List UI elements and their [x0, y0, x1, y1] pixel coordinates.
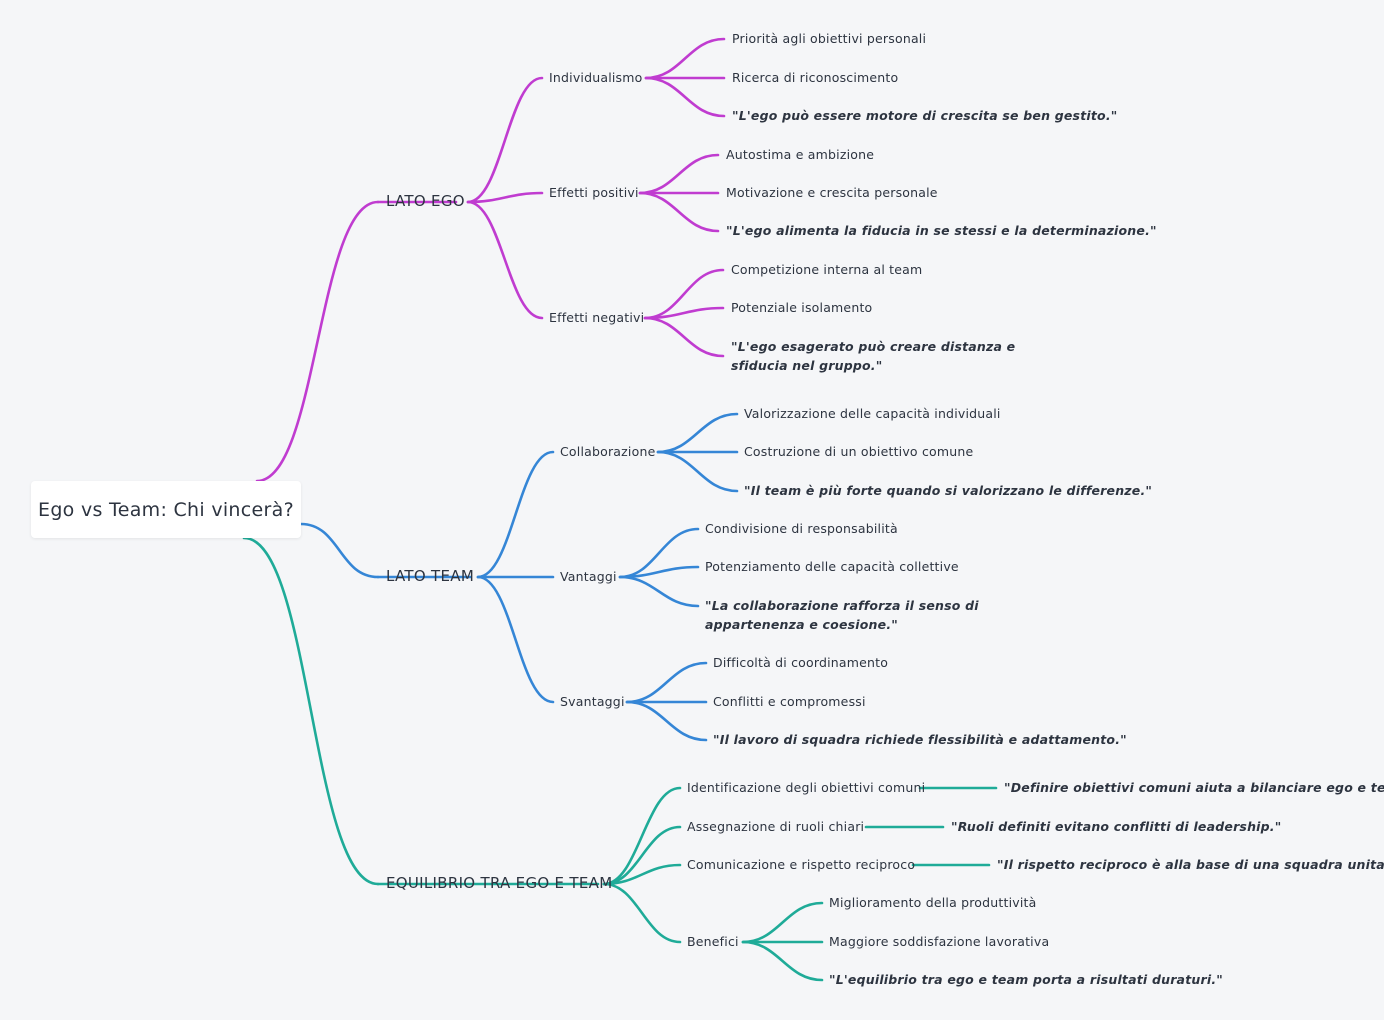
- connector-line: [602, 863, 682, 886]
- connector-line: [466, 76, 544, 204]
- connector-line: [741, 940, 824, 982]
- connector-line: [644, 76, 726, 118]
- connector-line: [255, 200, 380, 483]
- quote[interactable]: "L'ego può essere motore di crescita se …: [732, 108, 1118, 123]
- connector-line: [602, 786, 682, 886]
- topic-comunicazione[interactable]: Comunicazione e rispetto reciproco: [687, 857, 916, 872]
- connector-line: [602, 882, 682, 944]
- connector-line: [638, 191, 720, 233]
- quote[interactable]: "La collaborazione rafforza il senso di …: [705, 598, 979, 632]
- connector-line: [618, 527, 700, 579]
- connector-line: [625, 661, 708, 704]
- topic-obiettivi-comuni[interactable]: Identificazione degli obiettivi comuni: [687, 780, 926, 795]
- connector-line: [602, 825, 682, 886]
- topic-effetti-negativi[interactable]: Effetti negativi: [549, 310, 645, 325]
- quote[interactable]: "L'ego alimenta la fiducia in se stessi …: [726, 223, 1157, 238]
- connector-line: [476, 575, 555, 704]
- subtopic[interactable]: Condivisione di responsabilità: [705, 521, 898, 536]
- connector-line: [643, 306, 725, 320]
- quote[interactable]: "Il lavoro di squadra richiede flessibil…: [713, 732, 1127, 747]
- subtopic[interactable]: Maggiore soddisfazione lavorativa: [829, 934, 1050, 949]
- connector-line: [643, 268, 725, 320]
- subtopic[interactable]: Competizione interna al team: [731, 262, 923, 277]
- subtopic[interactable]: Autostima e ambizione: [726, 147, 875, 162]
- branch-equilibrio[interactable]: EQUILIBRIO TRA EGO E TEAM: [386, 874, 613, 892]
- central-topic[interactable]: Ego vs Team: Chi vincerà?: [31, 481, 301, 538]
- quote[interactable]: "Definire obiettivi comuni aiuta a bilan…: [1004, 780, 1384, 795]
- connector-line: [643, 316, 725, 358]
- subtopic[interactable]: Miglioramento della produttività: [829, 895, 1037, 910]
- connector-line: [741, 901, 824, 944]
- connector-line: [299, 522, 380, 579]
- subtopic[interactable]: Valorizzazione delle capacità individual…: [744, 406, 1001, 421]
- quote[interactable]: "L'equilibrio tra ego e team porta a ris…: [829, 972, 1223, 987]
- connector-line: [638, 153, 720, 195]
- connector-line: [466, 191, 544, 204]
- connector-line: [644, 37, 726, 80]
- topic-benefici[interactable]: Benefici: [687, 934, 739, 949]
- subtopic[interactable]: Potenziamento delle capacità collettive: [705, 559, 959, 574]
- topic-collaborazione[interactable]: Collaborazione: [560, 444, 656, 459]
- topic-ruoli-chiari[interactable]: Assegnazione di ruoli chiari: [687, 819, 865, 834]
- branch-lato-ego[interactable]: LATO EGO: [386, 192, 465, 210]
- connector-line: [618, 565, 700, 579]
- subtopic[interactable]: Potenziale isolamento: [731, 300, 873, 315]
- connector-line: [466, 200, 544, 320]
- connector-line: [242, 536, 380, 886]
- connector-line: [618, 575, 700, 608]
- connector-line: [656, 450, 739, 493]
- quote[interactable]: "L'ego esagerato può creare distanza e s…: [731, 339, 1016, 373]
- topic-vantaggi[interactable]: Vantaggi: [560, 569, 617, 584]
- branch-lato-team[interactable]: LATO TEAM: [386, 567, 475, 585]
- topic-individualismo[interactable]: Individualismo: [549, 70, 643, 85]
- subtopic[interactable]: Motivazione e crescita personale: [726, 185, 938, 200]
- subtopic[interactable]: Priorità agli obiettivi personali: [732, 31, 927, 46]
- subtopic[interactable]: Costruzione di un obiettivo comune: [744, 444, 974, 459]
- connector-line: [476, 450, 555, 579]
- subtopic[interactable]: Ricerca di riconoscimento: [732, 70, 899, 85]
- quote[interactable]: "Il rispetto reciproco è alla base di un…: [997, 857, 1384, 872]
- connector-line: [625, 700, 708, 742]
- subtopic[interactable]: Conflitti e compromessi: [713, 694, 866, 709]
- connector-line: [656, 412, 739, 454]
- topic-effetti-positivi[interactable]: Effetti positivi: [549, 185, 639, 200]
- topic-svantaggi[interactable]: Svantaggi: [560, 694, 625, 709]
- quote[interactable]: "Il team è più forte quando si valorizza…: [744, 483, 1153, 498]
- subtopic[interactable]: Difficoltà di coordinamento: [713, 655, 889, 670]
- quote[interactable]: "Ruoli definiti evitano conflitti di lea…: [951, 819, 1282, 834]
